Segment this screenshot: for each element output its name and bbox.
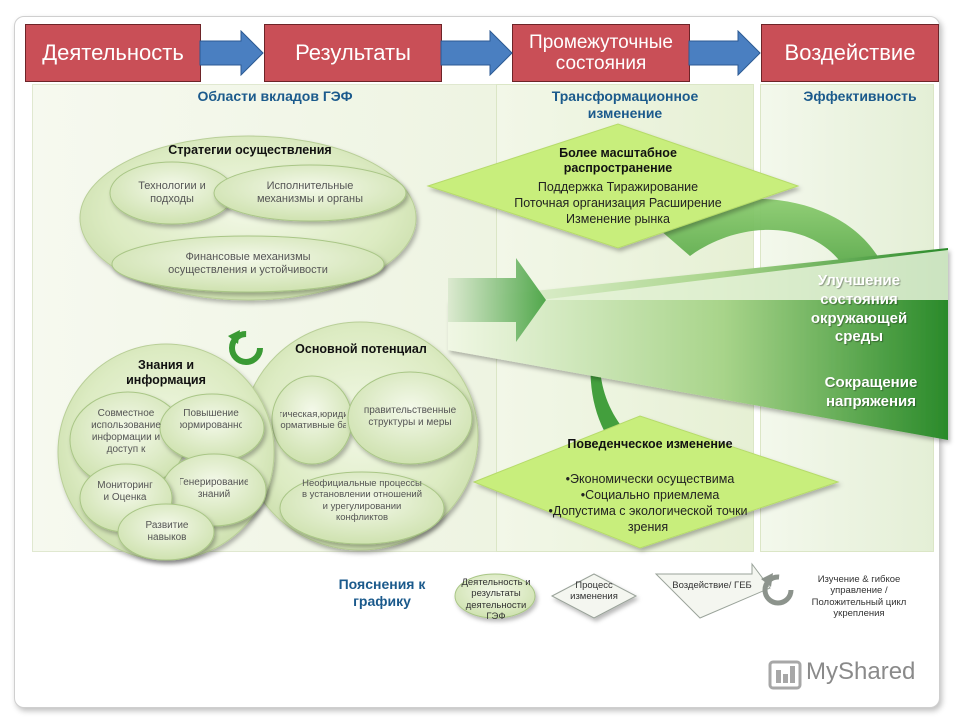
skills-label: Развитие навыков [145, 520, 189, 543]
section-gef-areas: Области вкладов ГЭФ [197, 88, 353, 104]
header-activity: Деятельность [25, 24, 201, 82]
upper-impact-wedge [540, 250, 948, 300]
watermark-icon [768, 660, 802, 690]
broader-line1: Поддержка Тиражирование [537, 180, 699, 194]
knowledge-title: Знания и информация [126, 358, 206, 388]
executive-label: Исполнительные механизмы и органы [256, 179, 364, 205]
legend-title: Пояснения к графику [338, 576, 426, 610]
legend-learning: Изучение & гибкое управление / Положител… [811, 574, 907, 620]
legend-process: Процесс изменения [570, 580, 618, 603]
legend-arrow-shape [654, 562, 771, 619]
oval-informal [279, 471, 445, 545]
capacity-title: Основной потенциал [295, 342, 427, 356]
small-arrow [448, 258, 546, 342]
header-arrow-3 [688, 30, 761, 76]
header-impact: Воздействие [761, 24, 939, 82]
informal-label: Неофициальные процессы в установлении от… [301, 478, 422, 524]
legend-cycle-icon [761, 573, 794, 606]
oval-skills [117, 503, 215, 561]
monitoring-label: Мониторинг и Оценка [97, 480, 153, 503]
diamond-behavioral [472, 415, 840, 549]
broader-line2: Поточная организация Расширение [514, 196, 722, 210]
legend-diamond-shape [550, 573, 638, 619]
oval-financial [111, 235, 385, 293]
legend-oval-shape [454, 573, 536, 619]
oval-executive [213, 164, 407, 222]
shared-use-label: Совместное использование информации и до… [91, 408, 161, 455]
watermark-brand: MyShared [806, 658, 916, 685]
section-transformational: Трансформационное изменение [551, 88, 699, 121]
diamond-broader [426, 123, 800, 249]
government-label: правительственные структуры и меры [363, 405, 457, 428]
header-arrow-2 [440, 30, 513, 76]
header-arrow-1 [199, 30, 264, 76]
cycle-icon [228, 330, 263, 365]
behavioral-item-2: •Социально приемлема [580, 488, 720, 502]
behavioral-title: Поведенческое изменение [567, 437, 733, 451]
broader-line3: Изменение рынка [566, 212, 670, 226]
legend-activity-results: Деятельность и результаты деятельности Г… [461, 577, 531, 623]
technologies-label: Технологии и подходы [138, 179, 206, 205]
header-intermediate: Промежуточные состояния [512, 24, 690, 82]
legend-impact: Воздействие/ ГЕБ [672, 580, 752, 591]
financial-label: Финансовые механизмы осуществления и уст… [168, 250, 328, 276]
section-effectiveness: Эффективность [803, 88, 917, 104]
outcome-improvement: Улучшение состояния окружающей среды [810, 272, 908, 346]
header-results: Результаты [264, 24, 442, 82]
behavioral-item-1: •Экономически осуществима [565, 472, 735, 486]
behavioral-item-3: •Допустима с экологической точки зрения [548, 504, 748, 534]
broader-title: Более масштабное распространение [559, 146, 677, 176]
strategic-label: Стратегическая,юридическая и нормативные… [280, 408, 346, 431]
outcome-reduction: Сокращение напряжения [824, 374, 918, 410]
generation-label: Генерирование знаний [180, 477, 248, 500]
strategies-title: Стратегии осуществления [168, 143, 332, 157]
increase-label: Повышение информированности [180, 408, 242, 431]
oval-government [347, 371, 473, 465]
